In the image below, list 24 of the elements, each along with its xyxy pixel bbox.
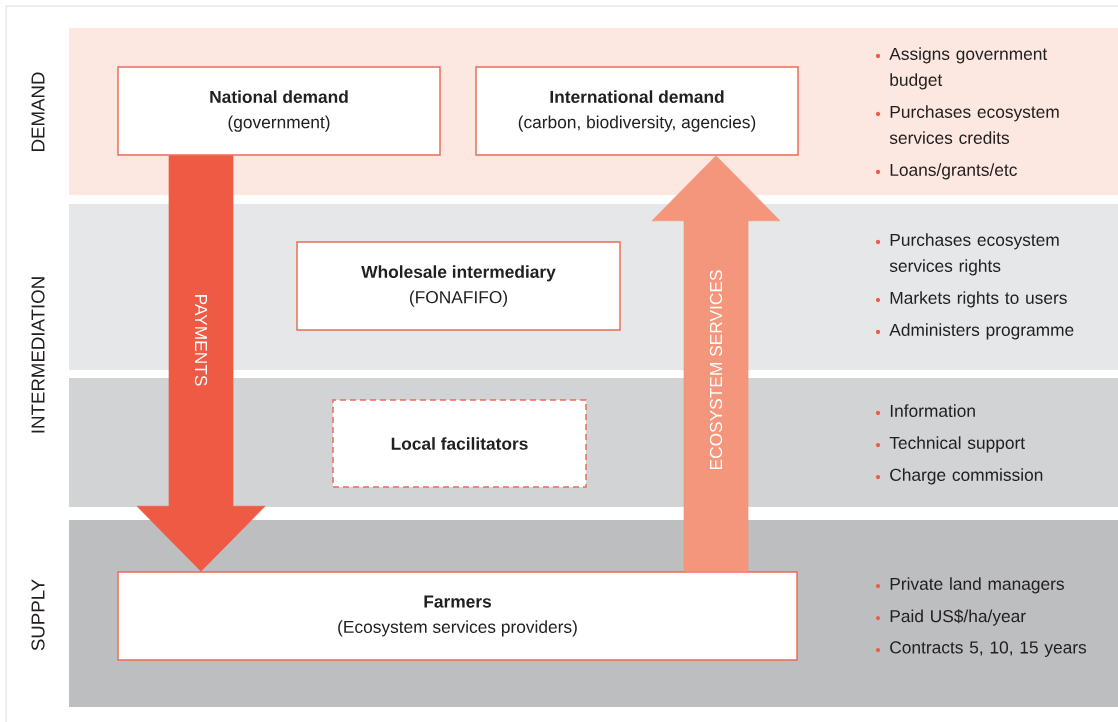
process-box: National demand (government) <box>117 66 441 156</box>
bullet-item: Purchases ecosystem services credits <box>875 105 1059 144</box>
bullet-item: Paid US$/ha/year <box>875 609 1026 626</box>
block-arrow <box>651 155 781 572</box>
bullet-item: Charge commission <box>875 468 1043 485</box>
edge-label: ECOSYSTEM SERVICES <box>709 270 723 470</box>
bullet-item: Private land managers <box>875 577 1064 594</box>
row-label: INTERMEDIATION <box>31 277 45 433</box>
bullet-item: Loans/grants/etc <box>875 163 1017 180</box>
bullet-item: Technical support <box>875 436 1025 453</box>
bullet-item: Purchases ecosystem services rights <box>875 233 1059 276</box>
process-box: Wholesale intermediary (FONAFIFO) <box>296 241 621 331</box>
dashed-box: Local facilitators <box>332 399 587 488</box>
block-arrow <box>136 155 266 572</box>
process-box: International demand (carbon, biodiversity, agencies) <box>475 66 799 156</box>
process-box: Farmers (Ecosystem services providers) <box>117 571 798 661</box>
bullet-item: Assigns government budget <box>875 47 1048 90</box>
edge-label: PAYMENTS <box>194 295 208 386</box>
bullet-item: Markets rights to users <box>875 291 1067 308</box>
bullet-item: Contracts 5, 10, 15 years <box>875 641 1087 657</box>
row-label: SUPPLY <box>31 579 45 651</box>
row-label: DEMAND <box>31 72 45 151</box>
bullet-item: Administers programme <box>875 323 1074 340</box>
bullet-item: Information <box>875 404 975 417</box>
